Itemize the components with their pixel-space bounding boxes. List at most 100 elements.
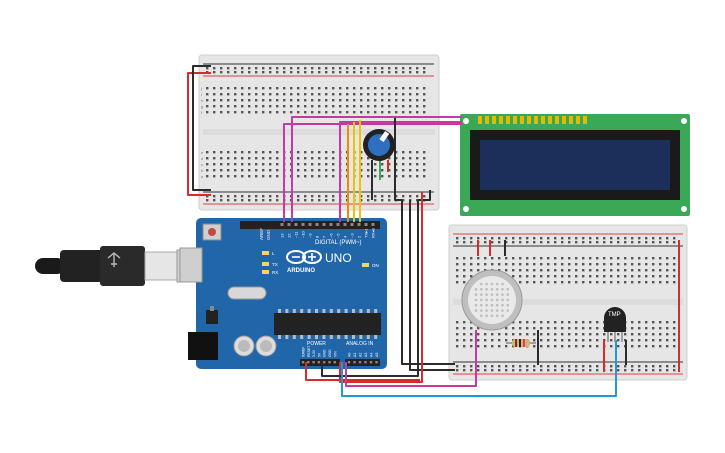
digital-pin-hole[interactable]: [329, 223, 333, 226]
digital-pin-hole[interactable]: [336, 223, 340, 226]
analog-pin-hole[interactable]: [353, 361, 356, 364]
power-pin-label: GND: [328, 349, 332, 357]
wire-blue-tmp: [341, 340, 617, 397]
wire-magenta-gas: [345, 330, 477, 387]
analog-pin-label: A0: [348, 353, 352, 357]
digital-pin-label: 7: [322, 235, 327, 238]
wire-magenta-2: [291, 116, 462, 222]
svg-text:ON: ON: [372, 263, 379, 268]
power-pin-hole[interactable]: [312, 361, 315, 364]
analog-pin-hole[interactable]: [364, 361, 367, 364]
analog-header: [345, 359, 380, 366]
analog-pin-hole[interactable]: [369, 361, 373, 364]
analog-label: ANALOG IN: [346, 341, 374, 347]
lcd-pin[interactable]: [485, 116, 489, 124]
reset-button[interactable]: [202, 223, 222, 241]
power-pin-hole[interactable]: [328, 361, 331, 364]
wire-red-rail-left: [187, 72, 211, 196]
power-pin-label: 5V: [317, 352, 321, 357]
voltage-regulator: [206, 310, 218, 324]
svg-text:RX: RX: [272, 270, 278, 275]
digital-pin-hole[interactable]: [287, 223, 291, 226]
lcd-pin[interactable]: [541, 116, 545, 124]
lcd-pin[interactable]: [527, 116, 531, 124]
wire-black-lcd-1: [401, 200, 455, 365]
power-label: POWER: [307, 341, 326, 347]
analog-pin-label: A4: [370, 353, 374, 357]
lcd-pin[interactable]: [548, 116, 552, 124]
temperature-sensor-icon[interactable]: TMP: [604, 307, 626, 342]
row-letter: a: [201, 174, 204, 179]
lcd-pin[interactable]: [569, 116, 573, 124]
analog-pin-hole[interactable]: [375, 361, 378, 364]
potentiometer-icon[interactable]: [363, 129, 395, 161]
digital-pin-hole[interactable]: [280, 223, 284, 226]
gnd-label: GND: [266, 229, 271, 240]
power-pin-label: IOREF: [302, 347, 306, 357]
lcd-pin[interactable]: [534, 116, 538, 124]
digital-pin-label: ~10: [301, 230, 306, 238]
power-pin-hole[interactable]: [301, 361, 305, 364]
analog-pin-hole[interactable]: [358, 361, 362, 364]
digital-pin-label: ~6: [329, 233, 334, 238]
power-pin-label: 3.3V: [312, 349, 316, 357]
power-pin-hole[interactable]: [323, 361, 326, 364]
lcd-pin[interactable]: [583, 116, 587, 124]
lcd-pin[interactable]: [478, 116, 482, 124]
digital-pin-label: ~3: [350, 233, 355, 238]
lcd-pin[interactable]: [492, 116, 496, 124]
svg-text:L: L: [272, 251, 275, 256]
lcd-pin[interactable]: [506, 116, 510, 124]
row-letter: h: [201, 98, 203, 103]
arduino-logo: [286, 250, 322, 264]
arduino-brand: ARDUINO: [287, 268, 315, 274]
row-letter: j: [200, 86, 202, 91]
row-letter: d: [201, 156, 203, 161]
wire-red-power: [305, 362, 420, 381]
wire-magenta-1: [283, 123, 462, 222]
resistor-icon[interactable]: [506, 339, 536, 347]
lcd-pin[interactable]: [562, 116, 566, 124]
digital-pin-label: 2: [357, 235, 362, 238]
analog-pin-hole[interactable]: [347, 361, 351, 364]
digital-pin-label: 8: [315, 235, 320, 238]
wires[interactable]: [187, 65, 680, 397]
row-letter: i: [201, 92, 202, 97]
lcd-16x2-display[interactable]: [460, 114, 690, 216]
power-pin-hole[interactable]: [317, 361, 321, 364]
digital-pin-hole[interactable]: [364, 223, 368, 226]
digital-pin-hole[interactable]: [322, 223, 326, 226]
digital-pin-hole[interactable]: [357, 223, 361, 226]
digital-pin-label: RX◂0: [371, 227, 376, 238]
gas-sensor-icon[interactable]: [461, 269, 523, 331]
power-pin-hole[interactable]: [333, 361, 336, 364]
lcd-pin[interactable]: [520, 116, 524, 124]
lcd-pin[interactable]: [576, 116, 580, 124]
power-pin-label: GND: [323, 349, 327, 357]
lcd-pin[interactable]: [499, 116, 503, 124]
lcd-pin[interactable]: [555, 116, 559, 124]
digital-pin-hole[interactable]: [350, 223, 354, 226]
digital-pin-hole[interactable]: [308, 223, 312, 226]
usb-cable-icon[interactable]: [35, 246, 200, 286]
digital-pin-hole[interactable]: [315, 223, 319, 226]
svg-text:TX: TX: [272, 262, 278, 267]
row-letter: c: [201, 162, 203, 167]
row-letter: b: [201, 168, 204, 173]
lcd-pin[interactable]: [513, 116, 517, 124]
analog-pin-label: A3: [364, 353, 368, 357]
power-pin-hole[interactable]: [307, 361, 310, 364]
digital-pin-label: ~9: [308, 233, 313, 238]
breadboard-right[interactable]: [448, 224, 688, 381]
digital-pin-hole[interactable]: [371, 223, 375, 226]
digital-pin-hole[interactable]: [301, 223, 305, 226]
digital-pin-hole[interactable]: [294, 223, 298, 226]
digital-pin-hole[interactable]: [343, 223, 347, 226]
atmega-chip: [274, 309, 381, 339]
